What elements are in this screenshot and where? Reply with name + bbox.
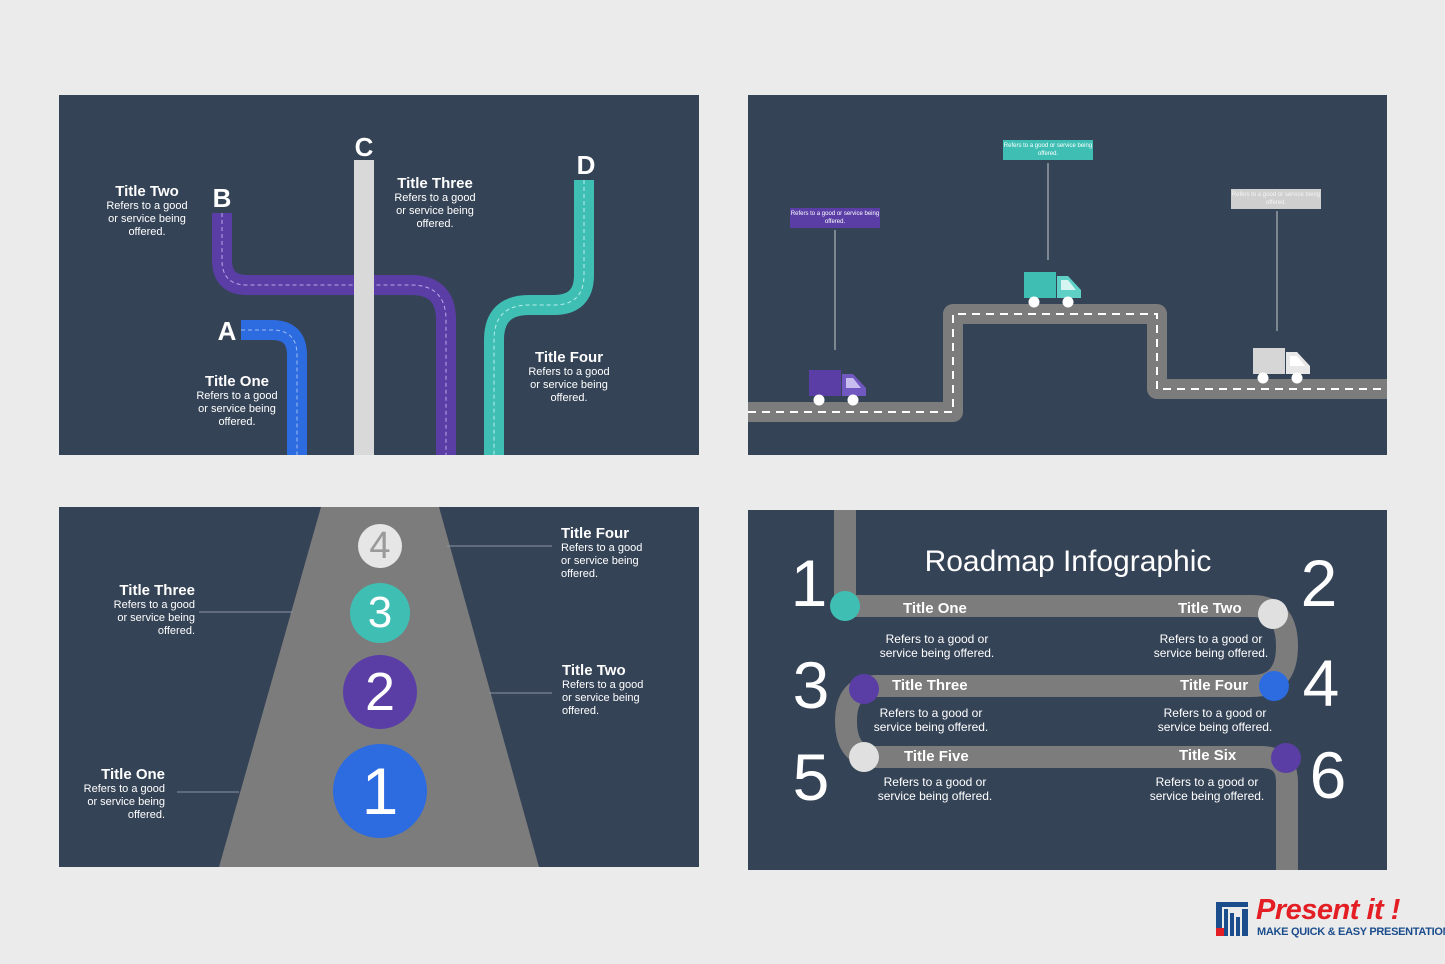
letter-a: A: [217, 316, 237, 346]
logo-icon: [1216, 902, 1248, 936]
item-title-three: Title Three: [892, 677, 968, 694]
dot-5: [849, 742, 879, 772]
road-perspective-graphic: [177, 507, 552, 867]
letter-c: C: [354, 132, 374, 162]
dot-4: [1259, 671, 1289, 701]
item-title-two: Title Two Refers to a good or service be…: [562, 662, 644, 717]
badge-4-label: 4: [369, 525, 391, 567]
item-title-five: Title Five: [904, 748, 969, 765]
slide-stack[interactable]: 4 3 2 1 Title Four Refers to a good or s…: [59, 507, 699, 867]
badge-4: [358, 524, 402, 568]
badge-1: [333, 744, 427, 838]
path-c: [354, 160, 374, 455]
dot-1: [830, 591, 860, 621]
item-desc-five: Refers to a good or service being offere…: [877, 775, 993, 803]
letter-b: B: [212, 183, 232, 213]
truck-icon: [1024, 272, 1081, 308]
number-3: 3: [792, 648, 830, 722]
item-desc-two: Refers to a good or service being offere…: [1153, 632, 1269, 660]
badge-3-label: 3: [367, 588, 393, 637]
number-2: 2: [1300, 546, 1338, 620]
badge-2: [343, 655, 417, 729]
brand-logo[interactable]: Present it ! MAKE QUICK & EASY PRESENTAT…: [1216, 894, 1445, 944]
item-title-six: Title Six: [1179, 747, 1237, 764]
slide-paths[interactable]: B C A D Title Two Refers to a good or se…: [59, 95, 699, 455]
slide-roadmap[interactable]: Roadmap Infographic 1 2 3 4 5 6 Title On…: [748, 510, 1387, 870]
road-graphic: [748, 163, 1387, 422]
item-title-one: Title One Refers to a good or service be…: [83, 766, 165, 821]
tag-gray: Refers to a good or service being offere…: [1231, 189, 1321, 209]
roadmap-graphic: [830, 510, 1301, 870]
item-desc-one: Refers to a good or service being offere…: [879, 632, 995, 660]
item-title-two: Title Two Refers to a good or service be…: [106, 183, 188, 238]
item-title-four: Title Four Refers to a good or service b…: [561, 525, 643, 580]
path-d: [484, 180, 594, 455]
number-5: 5: [792, 740, 830, 814]
brand-tagline: MAKE QUICK & EASY PRESENTATIONS: [1257, 926, 1445, 938]
number-1: 1: [790, 546, 828, 620]
badge-3: [350, 583, 410, 643]
number-4: 4: [1302, 646, 1340, 720]
truck-icon: [809, 370, 866, 406]
paths-graphic: [212, 160, 594, 455]
item-title-two: Title Two: [1178, 600, 1242, 617]
dot-6: [1271, 743, 1301, 773]
tag-teal: Refers to a good or service being offere…: [1003, 140, 1093, 160]
tag-purple: Refers to a good or service being offere…: [790, 208, 880, 228]
truck-icon: [1253, 348, 1310, 384]
item-desc-three: Refers to a good or service being offere…: [873, 706, 989, 734]
letter-d: D: [576, 150, 596, 180]
page-title: Roadmap Infographic: [924, 545, 1212, 578]
badge-2-label: 2: [364, 662, 396, 722]
slide-trucks[interactable]: Refers to a good or service being offere…: [748, 95, 1387, 455]
number-6: 6: [1309, 738, 1347, 812]
item-title-four: Title Four Refers to a good or service b…: [528, 349, 610, 404]
brand-name: Present it !: [1256, 894, 1400, 926]
dot-3: [849, 674, 879, 704]
item-desc-six: Refers to a good or service being offere…: [1149, 775, 1265, 803]
item-title-one: Title One: [903, 600, 967, 617]
item-desc-four: Refers to a good or service being offere…: [1157, 706, 1273, 734]
badge-1-label: 1: [361, 754, 399, 828]
item-title-one: Title One Refers to a good or service be…: [196, 373, 278, 428]
dot-2: [1258, 599, 1288, 629]
item-title-four: Title Four: [1180, 677, 1249, 694]
item-title-three: Title Three Refers to a good or service …: [113, 582, 195, 637]
item-title-three: Title Three Refers to a good or service …: [394, 175, 476, 230]
